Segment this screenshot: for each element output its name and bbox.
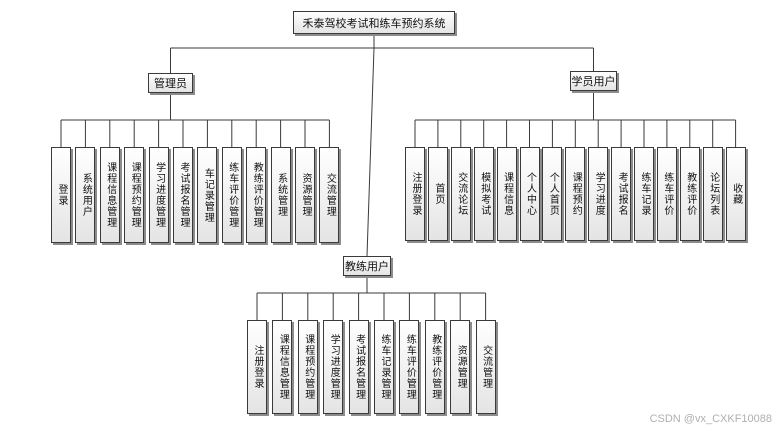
- coach-drop: [366, 47, 375, 257]
- admin-child-node: 学习进度管理: [148, 147, 169, 243]
- coach-child-node: 练车评价管理: [399, 320, 420, 414]
- student-child-node: 交流论坛: [450, 147, 471, 241]
- admin-child-node: 系统用户: [75, 147, 96, 243]
- root-node: 禾泰驾校考试和练车预约系统: [293, 11, 455, 34]
- coach-child-node: 交流管理: [475, 320, 496, 414]
- student-child-node: 模拟考试: [473, 147, 494, 241]
- coach-child-node: 教练评价管理: [424, 320, 445, 414]
- student-child-node: 教练评价: [679, 147, 700, 241]
- admin-child-node: 交流管理: [319, 147, 340, 243]
- student-child-node: 个人中心: [519, 147, 540, 241]
- student-child-node: 论坛列表: [702, 147, 723, 241]
- coach-child-node: 注册登录: [247, 320, 267, 414]
- admin-child-node: 车记录管理: [197, 147, 218, 243]
- coach-child-node: 练车记录管理: [374, 320, 394, 414]
- student-child-node: 注册登录: [405, 147, 425, 241]
- student-child-node: 个人首页: [542, 147, 563, 241]
- admin-child-node: 系统管理: [270, 147, 291, 243]
- student-child-node: 学习进度: [588, 147, 609, 241]
- admin-child-node: 资源管理: [295, 147, 315, 243]
- student-child-node: 练车记录: [634, 147, 654, 241]
- admin-child-node: 课程信息管理: [99, 147, 120, 243]
- student-child-node: 课程信息: [496, 147, 517, 241]
- student-child-node: 练车评价: [656, 147, 677, 241]
- watermark: CSDN @vx_CXKF10088: [649, 413, 772, 425]
- admin-node: 管理员: [148, 73, 193, 93]
- admin-child-node: 考试报名管理: [173, 147, 193, 243]
- coach-child-node: 课程预约管理: [297, 320, 318, 414]
- student-node: 学员用户: [570, 71, 617, 91]
- coach-child-node: 考试报名管理: [348, 320, 369, 414]
- coach-child-node: 学习进度管理: [323, 320, 344, 414]
- student-child-node: 课程预约: [565, 147, 586, 241]
- student-child-node: 收藏: [725, 147, 746, 241]
- coach-child-node: 资源管理: [450, 320, 471, 414]
- admin-child-node: 教练评价管理: [246, 147, 267, 243]
- admin-child-node: 课程预约管理: [124, 147, 145, 243]
- student-child-node: 考试报名: [611, 147, 632, 241]
- coach-node: 教练用户: [343, 256, 391, 276]
- coach-child-node: 课程信息管理: [272, 320, 293, 414]
- student-child-node: 首页: [427, 147, 448, 241]
- admin-child-node: 登录: [51, 147, 71, 243]
- admin-child-node: 练车评价管理: [221, 147, 242, 243]
